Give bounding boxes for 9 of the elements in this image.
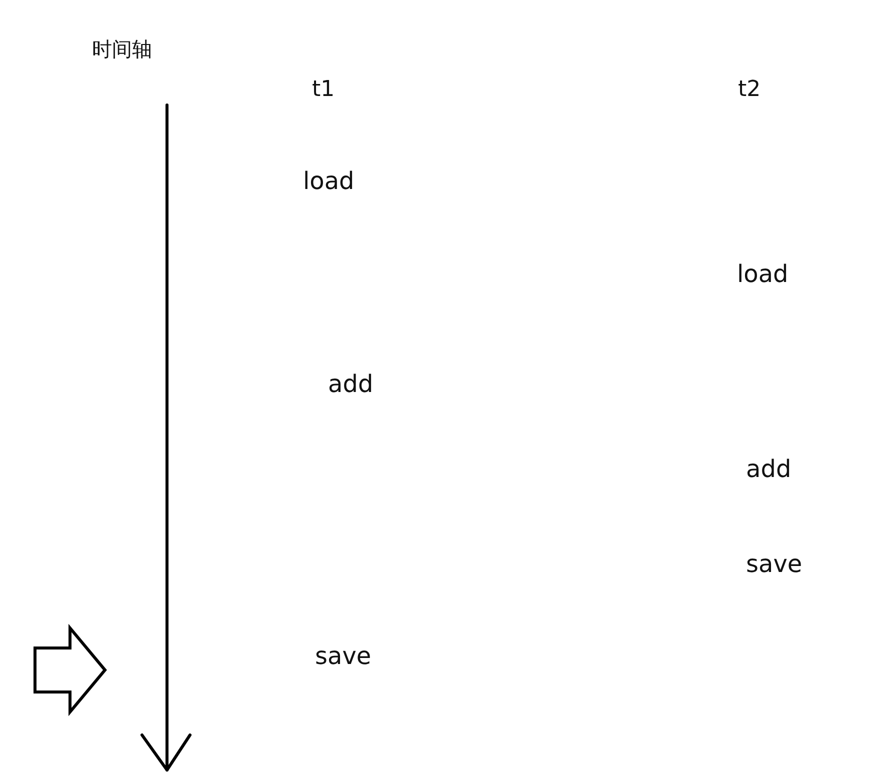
step-label: load [303, 168, 354, 194]
column-heading: t1 [312, 78, 335, 102]
axis-label: 时间轴 [92, 38, 152, 60]
step-label: add [746, 456, 792, 482]
column-heading: t2 [738, 78, 761, 102]
step-label: save [315, 643, 372, 670]
step-label: load [737, 261, 788, 288]
step-label: save [746, 551, 802, 578]
step-label: add [328, 371, 374, 398]
